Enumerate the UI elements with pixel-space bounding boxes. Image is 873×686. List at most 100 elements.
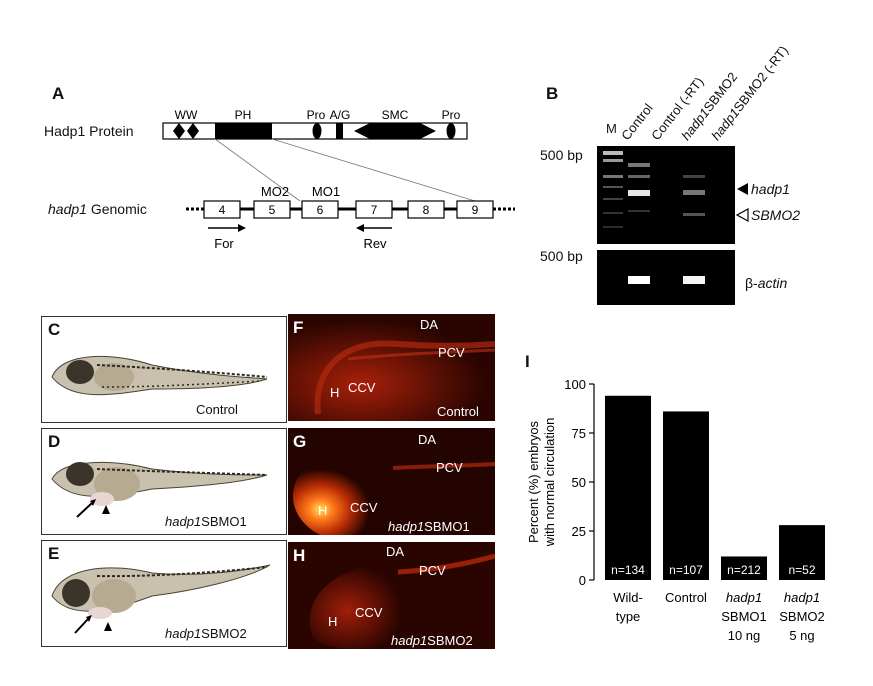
primer-label: Rev (363, 236, 387, 251)
domain-label: A/G (330, 108, 351, 122)
fluorescence-image (288, 428, 495, 535)
open-triangle-icon (736, 208, 749, 222)
band-label-sbmo2: SBMO2 (751, 207, 801, 223)
gel-lane-label: Control (618, 100, 656, 143)
vessel-label-da: DA (386, 544, 405, 559)
y-tick-label: 75 (572, 426, 586, 441)
fluorescence-image (288, 542, 495, 649)
exon-number: 9 (472, 203, 479, 217)
vessel-label-da: DA (418, 432, 437, 447)
domain-label: WW (175, 108, 198, 122)
forward-primer-arrowhead (238, 224, 246, 232)
vessel-label-da: DA (420, 317, 439, 332)
y-tick-label: 100 (564, 377, 586, 392)
genomic-label: hadp1 Genomic (48, 201, 147, 217)
x-category-label: hadp1 (784, 590, 820, 605)
domain-label: SMC (382, 108, 409, 122)
panel-letter-c: C (48, 320, 61, 339)
primer-label: For (214, 236, 234, 251)
x-category-label: type (616, 609, 641, 624)
bar-n-label: n=107 (669, 563, 703, 577)
x-category-label: Control (665, 590, 707, 605)
y-axis-label: Percent (%) embryos (526, 420, 541, 543)
vessel-label-pcv: PCV (436, 460, 463, 475)
ww-domain-shape (187, 123, 199, 139)
panel-letter-a: A (52, 84, 65, 103)
pro-domain-shape-2 (446, 123, 456, 139)
panel-letter-d: D (48, 432, 61, 451)
fluorescence-caption: hadp1SBMO1 (388, 519, 470, 534)
exon-number: 6 (317, 203, 324, 217)
mapping-line (214, 138, 301, 202)
ww-domain-shape (173, 123, 185, 139)
domain-label: Pro (442, 108, 461, 122)
marker-size-label: 500 bp (540, 147, 583, 163)
fluorescence-caption: Control (437, 404, 479, 419)
fluorescence-image (288, 314, 495, 421)
marker-size-label: 500 bp (540, 248, 583, 264)
heart-label: H (328, 614, 338, 629)
vessel-label-pcv: PCV (438, 345, 465, 360)
y-axis-label: with normal circulation (542, 418, 557, 548)
embryo-image (51, 564, 271, 634)
exon-number: 7 (371, 203, 378, 217)
x-category-label: hadp1 (726, 590, 762, 605)
band-label-hadp1: hadp1 (751, 181, 790, 197)
panel-letter-e: E (48, 544, 60, 563)
panel-letter-h: H (293, 546, 306, 565)
exon-number: 8 (423, 203, 430, 217)
y-tick-label: 50 (572, 475, 586, 490)
embryo-image (51, 355, 268, 396)
bar (721, 556, 767, 580)
ag-domain-shape (336, 123, 343, 139)
mapping-line (271, 138, 476, 202)
panel-a-schematic: WW PH Pro A/G SMC Pro 4 5 6 7 8 9 MO2 MO… (162, 108, 515, 251)
reverse-primer-arrowhead (356, 224, 364, 232)
gel-image-bottom (597, 250, 735, 305)
filled-triangle-icon (737, 183, 748, 195)
bar (605, 395, 651, 580)
genomic-label-rest: Genomic (86, 201, 147, 217)
protein-label: Hadp1 Protein (44, 123, 134, 139)
panel-letter-f: F (293, 318, 304, 337)
genomic-label-gene: hadp1 (48, 201, 87, 217)
morpholino-label: MO2 (261, 184, 289, 199)
heart-label: H (318, 503, 328, 518)
pro-domain-shape (312, 123, 322, 139)
panel-letter-i: I (525, 352, 530, 371)
gel-image-top (597, 146, 735, 244)
vessel-label-ccv: CCV (355, 605, 383, 620)
x-category-label: 5 ng (789, 628, 814, 643)
x-category-label: Wild- (613, 590, 643, 605)
embryo-caption: hadp1SBMO1 (165, 514, 247, 529)
embryo-caption: Control (196, 402, 238, 417)
smc-domain-shape (354, 123, 436, 139)
embryo-image-box (41, 316, 287, 423)
domain-label: Pro (307, 108, 326, 122)
ph-domain-shape (215, 123, 272, 139)
bar (779, 525, 825, 580)
embryo-image-box (41, 540, 287, 647)
gel-lane-label: M (606, 121, 617, 136)
exon-boxes (203, 200, 494, 219)
y-tick-label: 25 (572, 524, 586, 539)
morpholino-label: MO1 (312, 184, 340, 199)
vessel-label-ccv: CCV (350, 500, 378, 515)
domain-label: PH (235, 108, 252, 122)
x-category-label: SBMO1 (721, 609, 767, 624)
panel-letter-b: B (546, 84, 559, 103)
exon-number: 4 (219, 203, 226, 217)
bar-n-label: n=134 (611, 563, 645, 577)
heart-label: H (330, 385, 340, 400)
embryo-image-box (41, 428, 287, 535)
vessel-label-ccv: CCV (348, 380, 376, 395)
band-label-actin: β-actin (745, 275, 788, 291)
bar-n-label: n=212 (727, 563, 761, 577)
fluorescence-caption: hadp1SBMO2 (391, 633, 473, 648)
y-tick-label: 0 (579, 573, 586, 588)
panel-letter-g: G (293, 432, 307, 451)
vessel-label-pcv: PCV (419, 563, 446, 578)
bar-n-label: n=52 (788, 563, 815, 577)
exon-number: 5 (269, 203, 276, 217)
